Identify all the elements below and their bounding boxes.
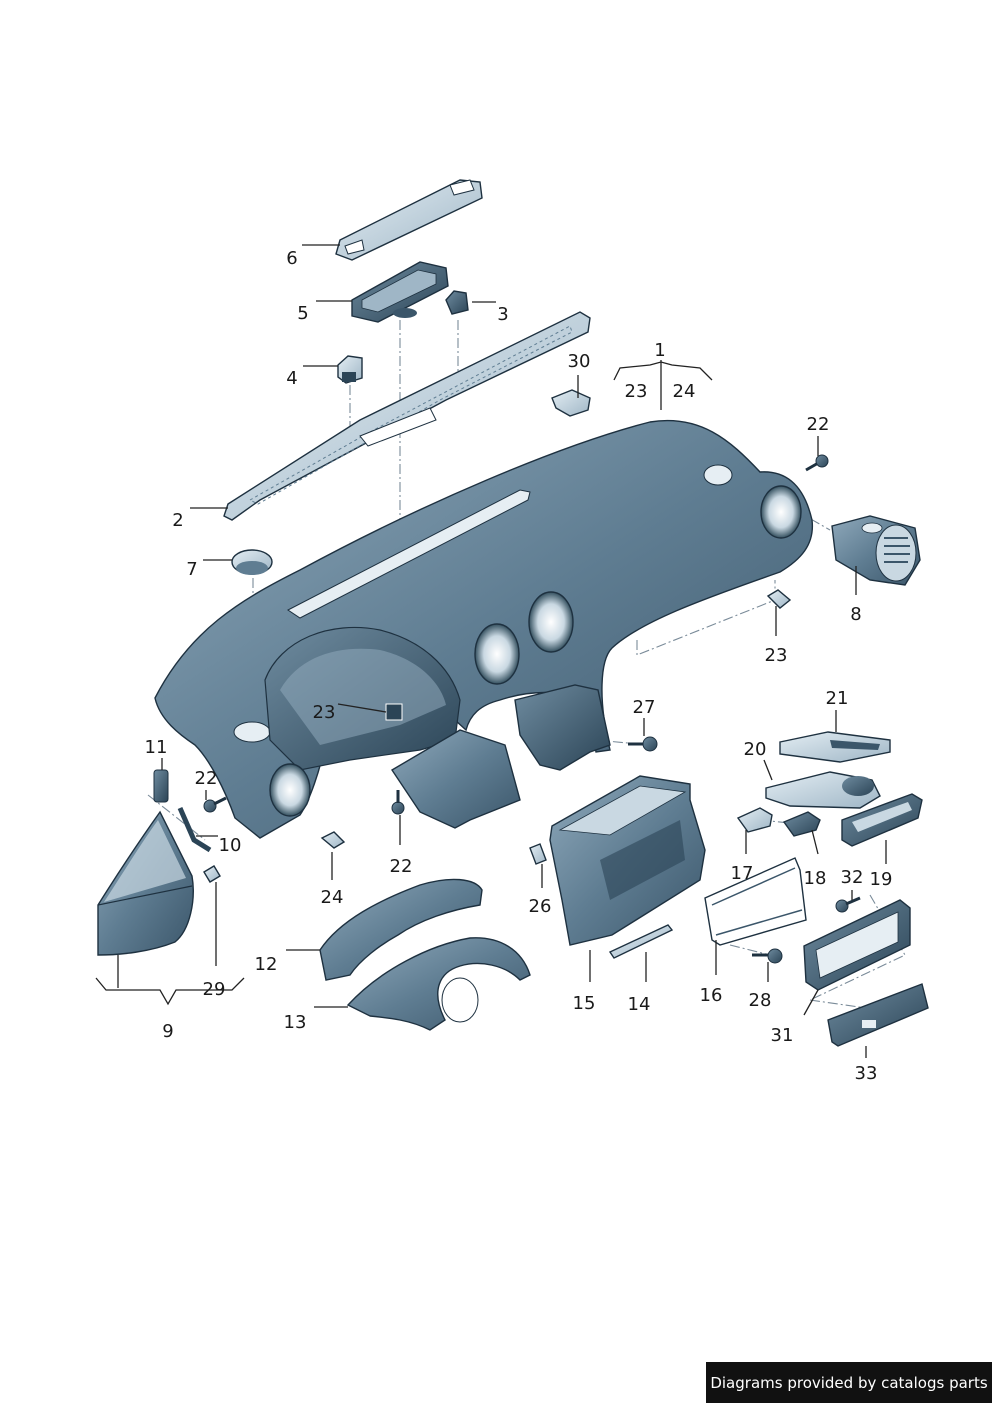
callout-29: 29 <box>203 979 226 1000</box>
part-28-screw <box>752 948 783 964</box>
callout-9: 9 <box>162 1021 173 1042</box>
callout-33: 33 <box>855 1063 878 1084</box>
callout-24-left: 24 <box>321 887 344 908</box>
callout-15: 15 <box>573 993 596 1014</box>
part-23-clip-right <box>766 589 792 609</box>
callout-4: 4 <box>286 368 297 389</box>
part-14-trim-strip <box>608 924 674 959</box>
callout-18: 18 <box>804 868 827 889</box>
part-2-defrost-grille <box>223 311 591 521</box>
callout-10: 10 <box>219 835 242 856</box>
part-17-switch <box>736 807 773 833</box>
credit-banner: Diagrams provided by catalogs parts <box>706 1362 992 1403</box>
callout-28: 28 <box>749 990 772 1011</box>
callout-13: 13 <box>284 1012 307 1033</box>
callout-5: 5 <box>297 303 308 324</box>
part-3-tweeter <box>445 290 469 315</box>
part-12-upper-column-cover <box>319 878 483 981</box>
part-11-switch <box>153 769 169 803</box>
callout-21: 21 <box>826 688 849 709</box>
callout-23-top: 23 <box>625 381 648 402</box>
callout-2: 2 <box>172 510 183 531</box>
callout-8: 8 <box>850 604 861 625</box>
part-22-screw-top <box>805 454 829 472</box>
callout-3: 3 <box>497 304 508 325</box>
callout-22-left: 22 <box>195 768 218 789</box>
callout-23-right: 23 <box>765 645 788 666</box>
part-9-side-cap <box>97 810 194 956</box>
part-8-side-vent <box>831 515 921 586</box>
part-7-round-cover <box>231 549 273 575</box>
part-32-screw <box>835 896 861 913</box>
callout-16: 16 <box>700 985 723 1006</box>
callout-30: 30 <box>568 351 591 372</box>
leader-lines <box>95 244 887 1058</box>
part-31-bezel <box>803 899 911 991</box>
callout-12: 12 <box>255 954 278 975</box>
callout-numbers: 1 2 3 4 5 6 7 8 9 10 11 12 13 14 15 16 1… <box>145 248 893 1084</box>
callout-11: 11 <box>145 737 168 758</box>
part-5-speaker <box>351 261 449 323</box>
callout-31: 31 <box>771 1025 794 1046</box>
part-1-dashboard <box>154 419 814 839</box>
part-15-center-frame <box>549 775 706 946</box>
part-13-lower-column-cover <box>346 937 531 1031</box>
part-30-bracket <box>551 389 591 417</box>
part-20-cupholder <box>765 771 881 809</box>
part-19-switch-panel <box>841 793 923 847</box>
part-6-top-cover <box>335 179 483 261</box>
part-18-switch <box>782 811 821 837</box>
part-16-mounting-frame <box>704 857 807 946</box>
callout-14: 14 <box>628 994 651 1015</box>
callout-1: 1 <box>654 340 665 361</box>
callout-6: 6 <box>286 248 297 269</box>
part-24-clip-left <box>320 831 346 849</box>
callout-24-top: 24 <box>673 381 696 402</box>
part-29-clip <box>203 865 221 883</box>
callout-7: 7 <box>186 559 197 580</box>
callout-22-top: 22 <box>807 414 830 435</box>
callout-26: 26 <box>529 896 552 917</box>
part-26-small-clip <box>529 843 547 865</box>
part-33-cover-plate <box>827 983 929 1047</box>
callout-27: 27 <box>633 697 656 718</box>
callout-20: 20 <box>744 739 767 760</box>
part-10-bracket-rod <box>177 806 212 853</box>
part-4-sensor <box>337 355 363 384</box>
part-21-storage-tray <box>779 731 891 763</box>
part-22-screw-left <box>203 796 227 813</box>
callout-23-center: 23 <box>313 702 336 723</box>
part-22-screw-center <box>391 790 405 815</box>
part-27-screw <box>628 736 658 752</box>
callout-19: 19 <box>870 869 893 890</box>
callout-22-center: 22 <box>390 856 413 877</box>
callout-32: 32 <box>841 867 864 888</box>
callout-17: 17 <box>731 863 754 884</box>
